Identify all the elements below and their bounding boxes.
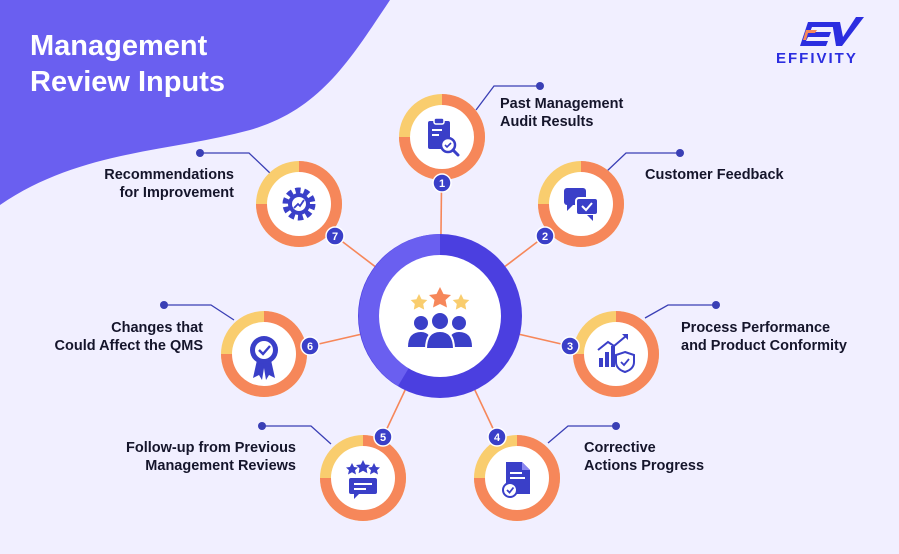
label-input-3: Process Performance and Product Conformi… xyxy=(681,320,847,354)
label-input-6: Changes that Could Affect the QMS xyxy=(54,320,203,354)
page-title: Management Review Inputs xyxy=(30,28,225,100)
badge-number-4: 4 xyxy=(494,432,501,444)
label-input-5: Follow-up from Previous Management Revie… xyxy=(126,440,296,474)
growth-chart-shield-icon xyxy=(597,334,635,374)
number-badges xyxy=(300,173,580,447)
leader-lines xyxy=(164,85,716,445)
label-input-7: Recommendations for Improvement xyxy=(104,167,234,201)
label-input-1: Past Management Audit Results xyxy=(500,96,624,130)
logo-monogram: EV xyxy=(830,39,832,41)
label-input-4: Corrective Actions Progress xyxy=(584,440,705,474)
badge-number-1: 1 xyxy=(439,178,445,190)
badge-number-7: 7 xyxy=(332,231,338,243)
quality-badge-icon xyxy=(250,336,278,380)
document-check-icon xyxy=(502,462,530,498)
rating-review-icon xyxy=(346,460,380,499)
brand-name: EFFIVITY xyxy=(776,50,858,67)
clipboard-check-search-icon xyxy=(428,117,460,157)
title-line-2: Review Inputs xyxy=(30,66,225,98)
badge-number-3: 3 xyxy=(567,341,573,353)
title-background-blob xyxy=(0,0,390,205)
chat-bubbles-icon xyxy=(564,188,599,221)
leader-dots xyxy=(160,82,720,430)
badge-number-2: 2 xyxy=(542,231,548,243)
title-line-1: Management xyxy=(30,30,208,62)
team-with-stars-icon xyxy=(408,287,472,350)
label-input-2: Customer Feedback xyxy=(645,167,784,183)
effivity-logo-mark: EV xyxy=(800,17,864,46)
gear-trend-icon xyxy=(282,187,316,221)
badge-number-6: 6 xyxy=(307,341,313,353)
badge-number-5: 5 xyxy=(380,432,386,444)
